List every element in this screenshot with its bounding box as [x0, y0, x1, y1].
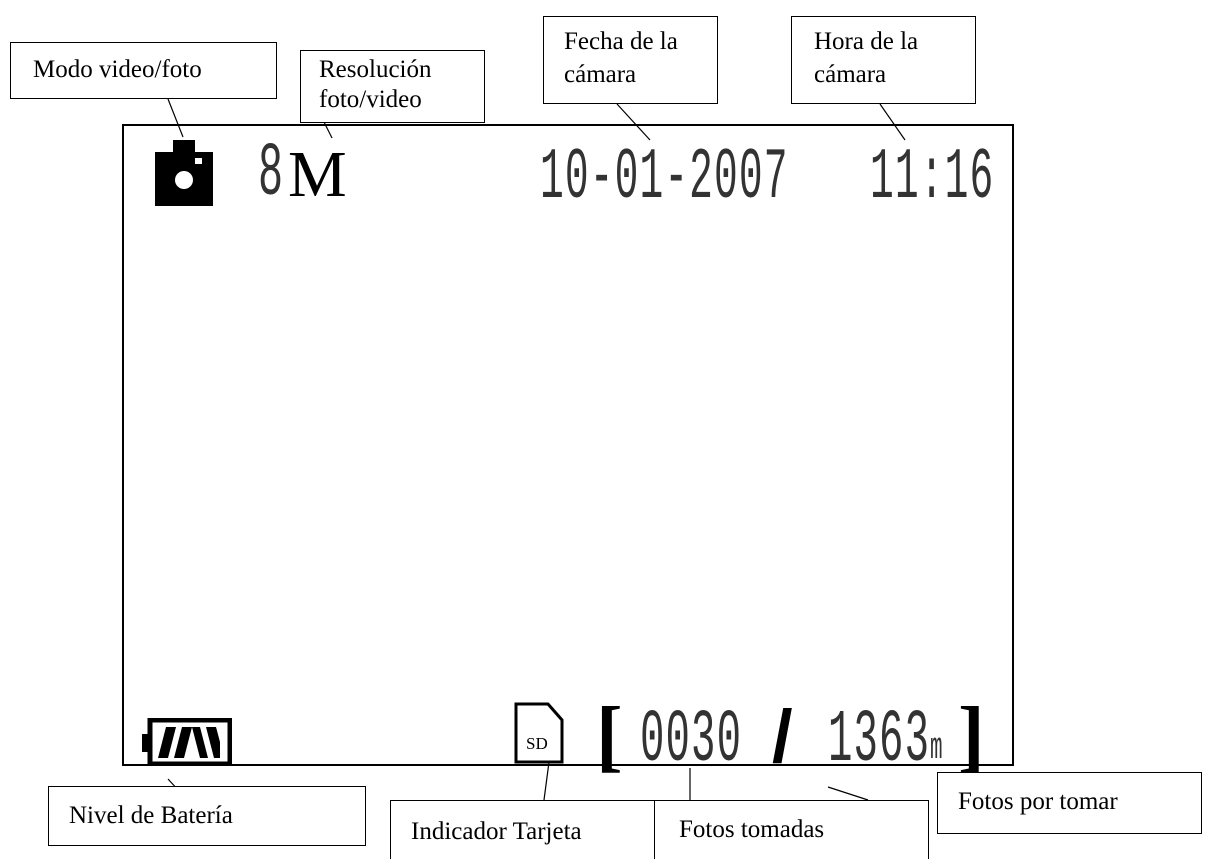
leader-hora — [879, 103, 906, 141]
label-modo: Modo video/foto — [10, 42, 277, 99]
photos-remaining-suffix: m — [930, 727, 944, 770]
counter-separator: / — [772, 695, 793, 778]
leader-tarjeta — [543, 761, 550, 801]
label-hora: Hora de la cámara — [791, 16, 976, 104]
resolution-digit: 8 — [258, 131, 285, 217]
date-display: 10-01-2007 — [540, 137, 789, 219]
counter-bracket-open: [ — [596, 692, 623, 780]
label-resolucion-line1: Resolución — [319, 56, 432, 83]
counter-bracket-close: ] — [958, 692, 985, 780]
label-tomadas: Fotos tomadas — [654, 800, 929, 859]
label-hora-line1: Hora de la — [814, 28, 919, 55]
camera-icon — [155, 140, 213, 206]
label-bateria-text: Nivel de Batería — [69, 802, 233, 829]
label-tarjeta: Indicador Tarjeta — [390, 800, 655, 859]
leader-por-tomar — [827, 786, 869, 801]
label-fecha: Fecha de la cámara — [543, 16, 718, 104]
label-resolucion-line2: foto/video — [319, 86, 422, 113]
label-por-tomar: Fotos por tomar — [937, 772, 1202, 834]
label-fecha-line1: Fecha de la — [564, 28, 678, 55]
leader-fecha — [616, 103, 651, 141]
label-por-tomar-text: Fotos por tomar — [958, 788, 1118, 815]
label-resolucion: Resolución foto/video — [300, 50, 485, 123]
label-bateria: Nivel de Batería — [48, 786, 366, 846]
sd-card-icon — [514, 702, 564, 764]
label-modo-text: Modo video/foto — [33, 56, 202, 83]
photos-taken-count: 0030 — [640, 699, 743, 783]
sd-card-label: SD — [526, 734, 548, 753]
label-tomadas-text: Fotos tomadas — [679, 816, 825, 843]
camera-screen-frame — [122, 124, 1014, 766]
resolution-unit: M — [288, 138, 347, 211]
leader-modo — [167, 98, 184, 138]
leader-resolucion — [323, 121, 333, 139]
photos-remaining-count: 1363 — [828, 699, 931, 783]
label-tarjeta-text: Indicador Tarjeta — [411, 818, 582, 845]
label-fecha-line2: cámara — [564, 61, 637, 88]
label-hora-line2: cámara — [814, 61, 887, 88]
time-display: 11:16 — [870, 137, 995, 219]
battery-icon — [142, 718, 232, 766]
